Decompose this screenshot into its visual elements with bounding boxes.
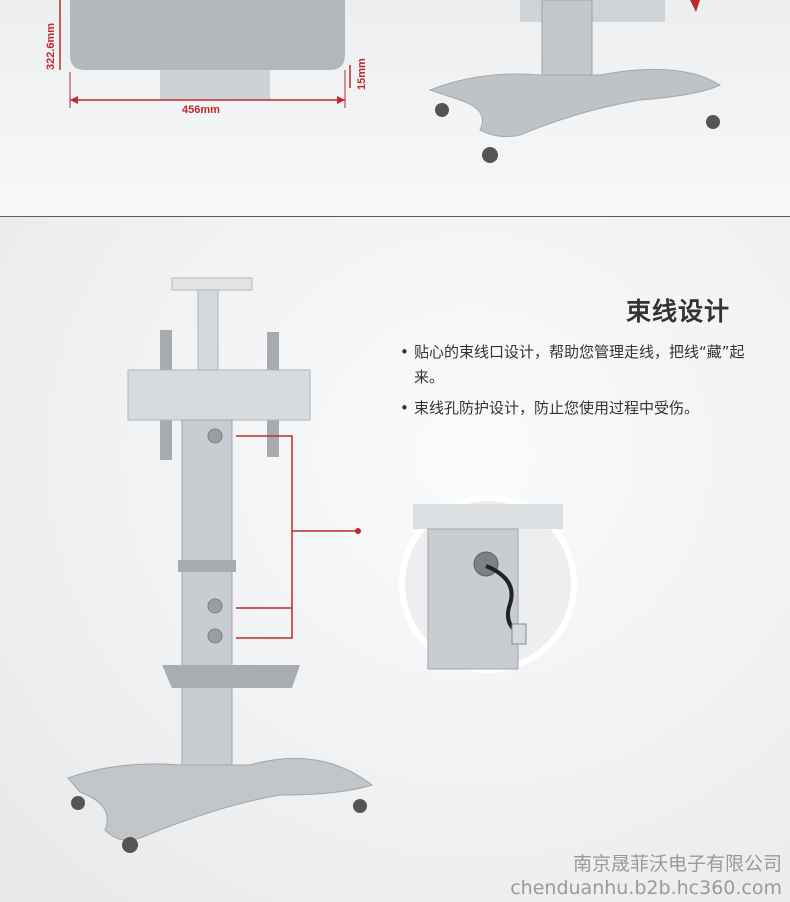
callout-line [236, 435, 293, 639]
callout-dot [355, 528, 361, 534]
device-shelf [162, 665, 300, 688]
base-wheel-3 [353, 799, 367, 813]
cart-pole-top [541, 0, 593, 81]
tv-stand-image [67, 277, 374, 853]
caster-wheel-2 [482, 147, 498, 163]
feature-bullet-text: 束线孔防护设计，防止您使用过程中受伤。 [414, 399, 700, 417]
watermark: 南京晟菲沃电子有限公司 chenduanhu.b2b.hc360.com [510, 852, 782, 900]
base-wheel-1 [71, 796, 85, 810]
feature-bullets: • 贴心的束线口设计，帮助您管理走线，把线“藏”起来。 • 束线孔防护设计，防止… [400, 340, 755, 427]
top-post [197, 289, 219, 371]
caster-wheel-3 [706, 115, 720, 129]
closeup-pole [427, 528, 519, 670]
cable-hole-closeup [399, 495, 577, 673]
bullet-dot: • [400, 399, 409, 417]
stand-base [67, 757, 374, 841]
cart-base-top-image [428, 0, 722, 163]
pole-collar [178, 560, 236, 572]
caster-wheel-1 [435, 103, 449, 117]
cable-hole-1 [207, 428, 223, 444]
closeup-connector [511, 623, 527, 645]
red-marker [690, 0, 700, 12]
cart-base-top [428, 68, 722, 138]
thickness-label: 15mm [356, 58, 368, 90]
watermark-company: 南京晟菲沃电子有限公司 [572, 853, 782, 875]
closeup-crossbar [413, 504, 563, 529]
width-arrow-left [70, 96, 78, 104]
section-divider [0, 216, 790, 217]
base-wheel-2 [122, 837, 138, 853]
feature-title: 束线设计 [626, 297, 731, 326]
tray-dimension-drawing [59, 0, 351, 108]
cable-hole-3 [207, 628, 223, 644]
feature-bullet-text: 贴心的束线口设计，帮助您管理走线，把线“藏”起来。 [414, 343, 745, 386]
closeup-hole [473, 551, 499, 577]
feature-bullet-2: • 束线孔防护设计，防止您使用过程中受伤。 [400, 396, 755, 421]
tv-tray [70, 0, 345, 70]
main-pole [181, 419, 233, 781]
top-plate [171, 277, 253, 291]
height-label: 322.6mm [45, 22, 57, 70]
mount-crossbar [127, 369, 311, 421]
top-product-panel: 322.6mm 456mm 15mm [0, 0, 790, 216]
feature-bullet-1: • 贴心的束线口设计，帮助您管理走线，把线“藏”起来。 [400, 340, 755, 390]
bullet-dot: • [400, 343, 409, 361]
width-label: 456mm [182, 104, 220, 116]
watermark-url: chenduanhu.b2b.hc360.com [510, 877, 782, 899]
width-arrow-right [337, 96, 345, 104]
cable-hole-2 [207, 598, 223, 614]
